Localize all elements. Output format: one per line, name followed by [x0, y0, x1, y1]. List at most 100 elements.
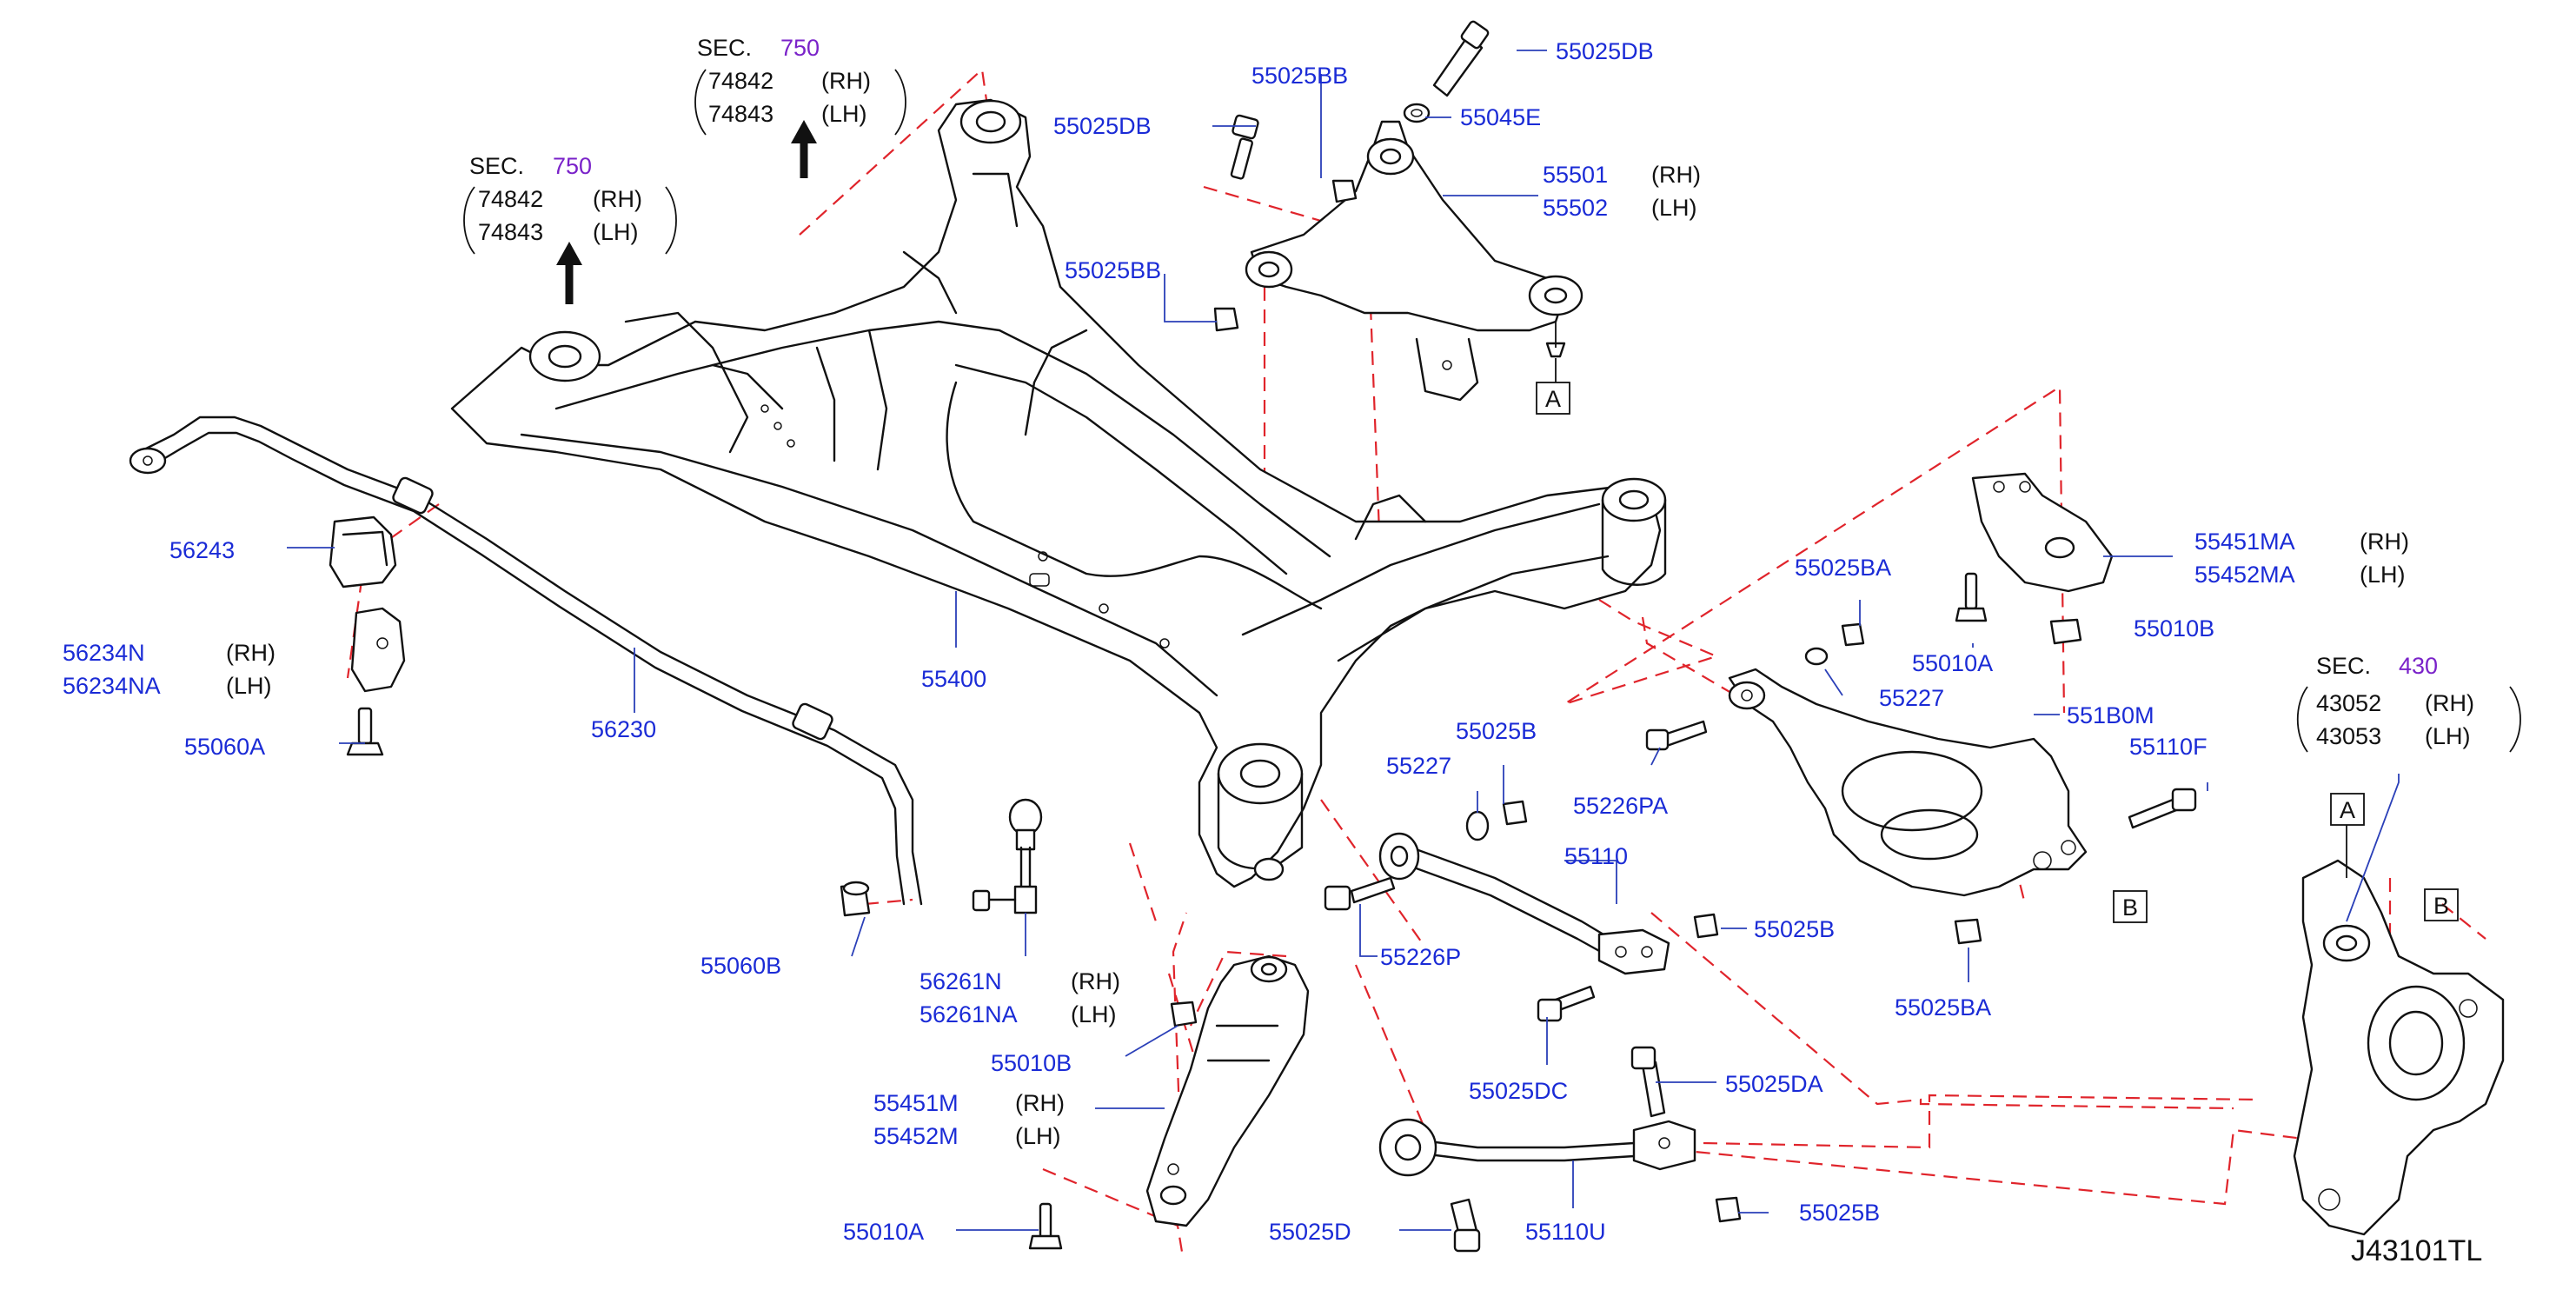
- stabilizer-bushing: [329, 515, 397, 588]
- side-label: (RH): [226, 640, 276, 666]
- part-label: 55010A: [843, 1219, 924, 1245]
- part-label: 55452MA: [2194, 562, 2295, 588]
- sec-side: (RH): [821, 68, 871, 94]
- side-label: (RH): [1651, 162, 1701, 188]
- part-label: 55025BB: [1251, 63, 1348, 89]
- side-label: (LH): [1015, 1123, 1061, 1149]
- callout-box-b-knuckle: [2424, 888, 2459, 921]
- upper-rear-link: [1378, 1118, 1696, 1177]
- side-label: (LH): [226, 673, 272, 699]
- sec-part-number: 74843: [708, 101, 773, 127]
- part-label: 55025B: [1456, 718, 1537, 744]
- part-label: 55110F: [2129, 734, 2208, 760]
- part-label: 55400: [921, 666, 986, 692]
- nut-55060B: [840, 881, 871, 917]
- callout-box-a-lower: [2330, 793, 2365, 826]
- part-label: 55501: [1543, 162, 1608, 188]
- direction-arrows: [556, 120, 817, 304]
- part-label: 55227: [1386, 753, 1451, 779]
- part-label: 55025B: [1799, 1200, 1880, 1226]
- stabilizer-connecting-rod: [972, 798, 1043, 914]
- callout-box-a-upper: [1536, 382, 1570, 415]
- part-label: 55025DA: [1725, 1071, 1823, 1097]
- sec-prefix: SEC.: [697, 35, 752, 61]
- callout-a-upper: A: [1545, 386, 1561, 412]
- rear-suspension-member: [450, 98, 1667, 888]
- side-label: (LH): [2360, 562, 2406, 588]
- part-label: 55025DB: [1053, 113, 1152, 139]
- callout-b-knuckle: B: [2433, 893, 2449, 919]
- sec-part-number: 43052: [2316, 690, 2381, 716]
- part-label: 55060A: [184, 734, 265, 760]
- lower-rear-link-55451MA: [1971, 472, 2114, 593]
- part-label: 55025B: [1754, 916, 1835, 942]
- side-label: (LH): [1651, 195, 1697, 221]
- part-label: 551B0M: [2067, 702, 2154, 728]
- sec-side: (LH): [821, 101, 867, 127]
- lower-front-link: [1378, 832, 1670, 975]
- part-label: 55226PA: [1573, 793, 1668, 819]
- section-reference-750-left: SEC. 750 74842 (RH) 74843 (LH): [463, 153, 677, 255]
- part-label: 55110U: [1525, 1219, 1606, 1245]
- part-label: 56234NA: [63, 673, 161, 699]
- sec-part-number: 43053: [2316, 723, 2381, 749]
- part-label: 55010A: [1912, 650, 1993, 676]
- side-label: (RH): [1015, 1090, 1065, 1116]
- section-reference-750-upper: SEC. 750 74842 (RH) 74843 (LH): [694, 35, 906, 136]
- stabilizer-clamp: [350, 607, 406, 693]
- stabilizer-bar: [129, 416, 923, 906]
- lower-link-arm: [1728, 668, 2088, 897]
- part-label: 56261NA: [920, 1001, 1018, 1027]
- leader-lines: [287, 50, 2400, 1231]
- part-label: 56261N: [920, 968, 1002, 994]
- part-label: 56234N: [63, 640, 145, 666]
- sec-part-number: 74842: [478, 186, 543, 212]
- side-label: (RH): [1071, 968, 1120, 994]
- part-label: 55025BA: [1795, 555, 1891, 581]
- side-label: (RH): [2360, 529, 2409, 555]
- callout-a-lower: A: [2340, 797, 2355, 823]
- sec-prefix: SEC.: [469, 153, 524, 179]
- part-label: 55025BB: [1065, 257, 1161, 283]
- sec-side: (LH): [593, 219, 639, 245]
- part-label: 55226P: [1380, 944, 1461, 970]
- callout-boxes: A A B B: [1536, 358, 2459, 923]
- bolt-55060A: [346, 707, 384, 756]
- upper-link-arm: [1245, 120, 1583, 402]
- part-labels: 55025DB 55025BB 55025DB 55045E 55501 (RH…: [63, 38, 2409, 1245]
- part-label: 55025DB: [1556, 38, 1654, 64]
- sec-part-number: 74842: [708, 68, 773, 94]
- sec-side: (RH): [2425, 690, 2474, 716]
- callout-box-b-arm: [2113, 890, 2148, 923]
- lower-rear-link-55451M: [1145, 954, 1310, 1227]
- part-label: 55010B: [991, 1050, 1072, 1076]
- section-reference-430: SEC. 430 43052 (RH) 43053 (LH): [2296, 653, 2521, 753]
- sec-side: (RH): [593, 186, 642, 212]
- sec-number: 750: [553, 153, 592, 179]
- axle-housing-knuckle: [2293, 859, 2505, 1236]
- part-label: 55045E: [1460, 104, 1541, 130]
- part-label: 55452M: [873, 1123, 959, 1149]
- sec-prefix: SEC.: [2316, 653, 2371, 679]
- part-label: 55025D: [1269, 1219, 1351, 1245]
- sec-number: 430: [2399, 653, 2438, 679]
- sec-part-number: 74843: [478, 219, 543, 245]
- part-label: 55502: [1543, 195, 1608, 221]
- part-label: 55025DC: [1469, 1078, 1568, 1104]
- diagram-code: J43101TL: [2351, 1234, 2482, 1267]
- part-label: 55010B: [2134, 615, 2214, 642]
- part-label: 55110: [1564, 843, 1628, 869]
- part-label: 55451MA: [2194, 529, 2295, 555]
- part-label: 55451M: [873, 1090, 959, 1116]
- part-label: 55025BA: [1895, 994, 1991, 1021]
- part-label: 55060B: [700, 953, 781, 979]
- part-label: 56243: [169, 537, 235, 563]
- part-label: 55227: [1879, 685, 1944, 711]
- part-label: 56230: [591, 716, 656, 742]
- callout-b-arm: B: [2122, 894, 2138, 921]
- side-label: (LH): [1071, 1001, 1117, 1027]
- sec-number: 750: [780, 35, 820, 61]
- sec-side: (LH): [2425, 723, 2471, 749]
